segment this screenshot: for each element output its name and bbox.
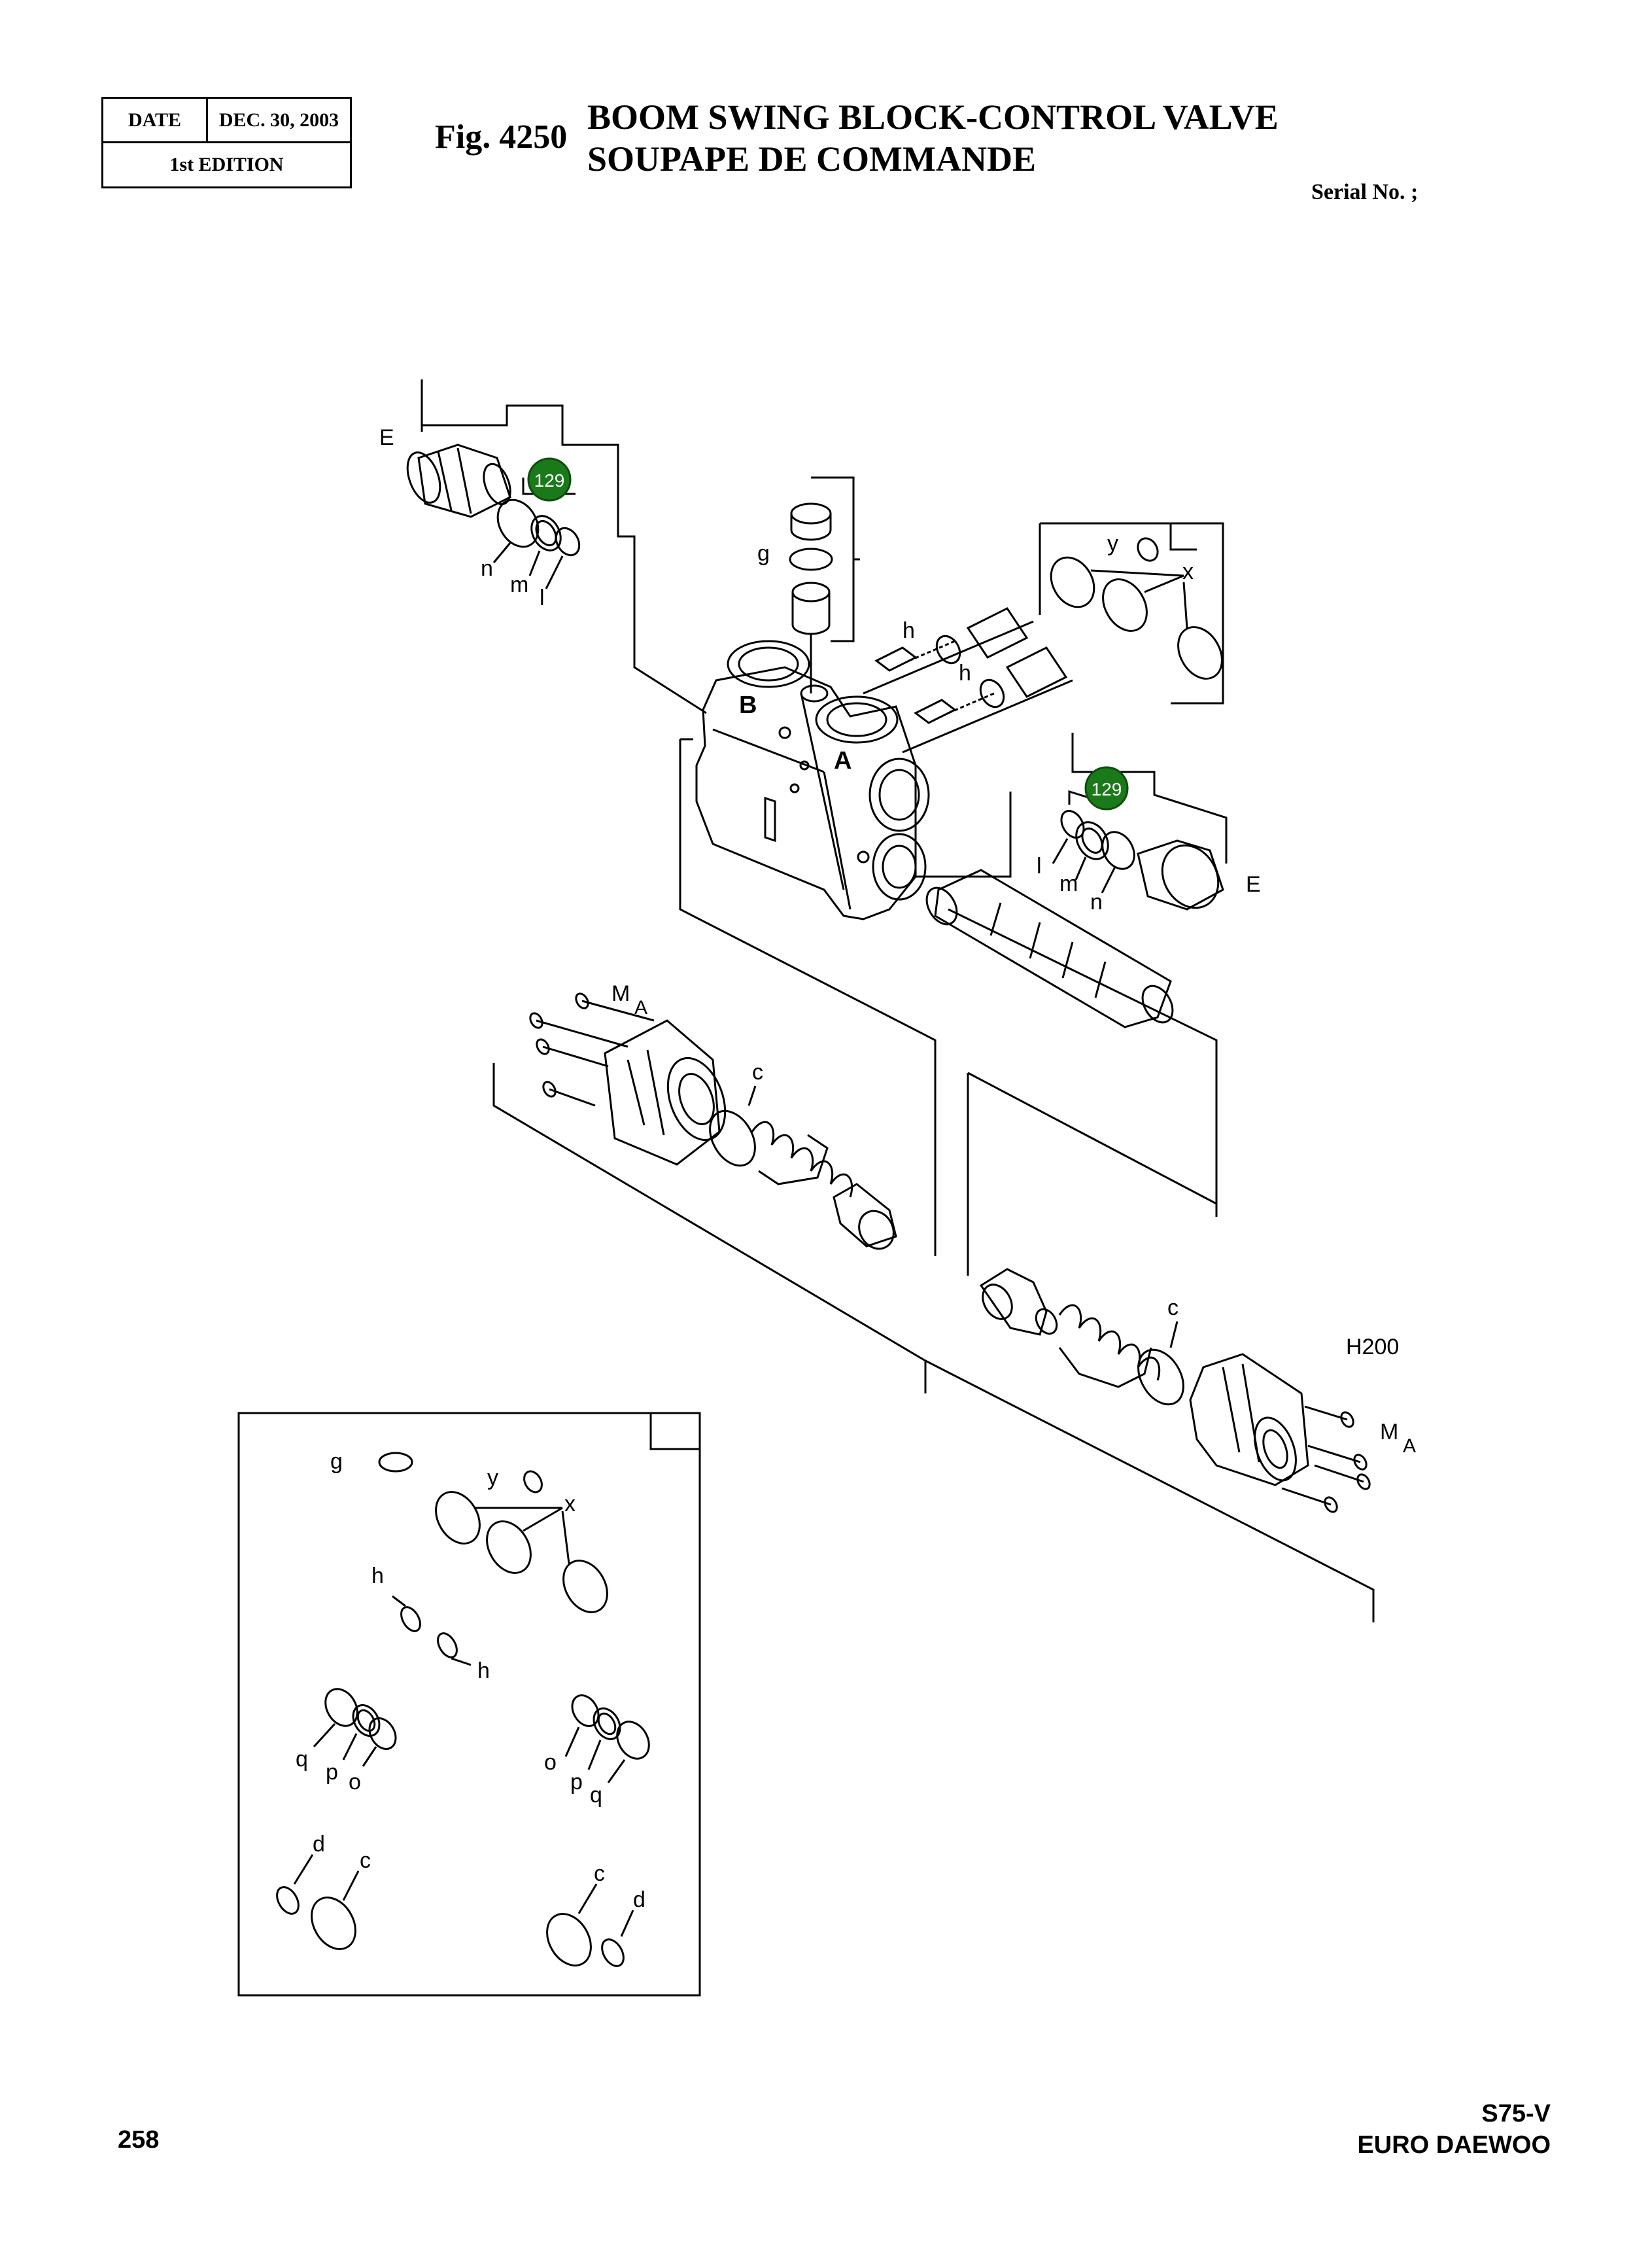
kit-callout-d-left: d (313, 1832, 325, 1857)
kit-callout-x: x (564, 1492, 576, 1516)
callout-ma-right-a: A (1403, 1435, 1416, 1457)
kit-callout-c-right: c (594, 1861, 605, 1886)
callout-n-lower: n (1090, 890, 1103, 915)
kit-callout-g: g (330, 1449, 343, 1474)
callout-l-upper: l (540, 586, 545, 610)
callout-labels: E n m l g h h y x B A l m n E M A c c H2… (296, 425, 1416, 1912)
callout-e-upper: E (379, 425, 394, 450)
callout-ma-left-m: M (611, 981, 630, 1006)
callout-y-top: y (1107, 531, 1118, 556)
kit-callout-c-left: c (360, 1848, 371, 1873)
reference-badge-upper: 129 (527, 457, 572, 502)
badge-upper-label: 129 (534, 470, 565, 491)
serial-number: Serial No. ; (1311, 180, 1419, 204)
edition-label: 1st EDITION (169, 154, 284, 175)
callout-c-left: c (752, 1060, 763, 1085)
callout-n-upper: n (481, 556, 493, 581)
date-label: DATE (103, 99, 208, 141)
model-code: S75-V (1481, 2100, 1551, 2127)
date-value: DEC. 30, 2003 (218, 109, 339, 131)
reference-badge-lower: 129 (1084, 766, 1129, 811)
callout-h-1: h (903, 618, 915, 643)
plug-e-upper (406, 444, 511, 518)
kit-callout-p-left: p (326, 1760, 338, 1785)
kit-callout-q-right: q (590, 1783, 602, 1808)
kit-callout-o-right: o (544, 1750, 557, 1775)
callout-e-lower: E (1246, 872, 1261, 897)
reference-h200: H200 (1346, 1335, 1399, 1359)
callout-ma-left-a: A (634, 997, 647, 1019)
title-english: BOOM SWING BLOCK-CONTROL VALVE (587, 97, 1279, 137)
kit-callout-o-left: o (349, 1770, 361, 1794)
left-cap-group (529, 992, 897, 1250)
callout-c-right: c (1167, 1295, 1179, 1320)
valve-body (680, 640, 930, 920)
port-label-b: B (739, 691, 757, 719)
seal-kit-box (237, 1412, 701, 1997)
kit-callout-d-right: d (633, 1887, 645, 1912)
callout-x-top: x (1182, 559, 1194, 584)
leader-lines-main (492, 739, 1375, 1622)
callout-m-upper: m (510, 572, 528, 597)
figure-number: Fig. 4250 (435, 118, 568, 156)
right-cap-group (979, 1268, 1371, 1513)
kit-callout-p-right: p (570, 1770, 583, 1794)
badge-lower-label: 129 (1092, 779, 1122, 799)
callout-g-top: g (757, 541, 770, 566)
port-label-a: A (834, 747, 852, 775)
spool (925, 869, 1174, 1028)
o-ring-box-top-right (1039, 522, 1224, 705)
kit-callout-h-2: h (477, 1658, 490, 1683)
plug-e-lower-right (916, 733, 1228, 911)
kit-callout-y: y (487, 1465, 498, 1490)
date-row: DATE DEC. 30, 2003 (103, 99, 350, 143)
callout-ma-right-m: M (1380, 1420, 1398, 1444)
kit-callout-h-1: h (371, 1564, 384, 1588)
callout-l-lower: l (1037, 854, 1042, 879)
check-valves-h (863, 607, 1073, 754)
kit-callout-q-left: q (296, 1747, 308, 1772)
page-number: 258 (118, 2126, 160, 2154)
callout-m-lower: m (1059, 871, 1078, 896)
date-edition-box: DATE DEC. 30, 2003 1st EDITION (101, 97, 352, 188)
leader-lines-upper-left (421, 379, 707, 714)
brand-name: EURO DAEWOO (1357, 2131, 1551, 2159)
top-plug-group (789, 476, 860, 693)
title-french: SOUPAPE DE COMMANDE (587, 139, 1036, 179)
callout-h-2: h (959, 661, 971, 686)
